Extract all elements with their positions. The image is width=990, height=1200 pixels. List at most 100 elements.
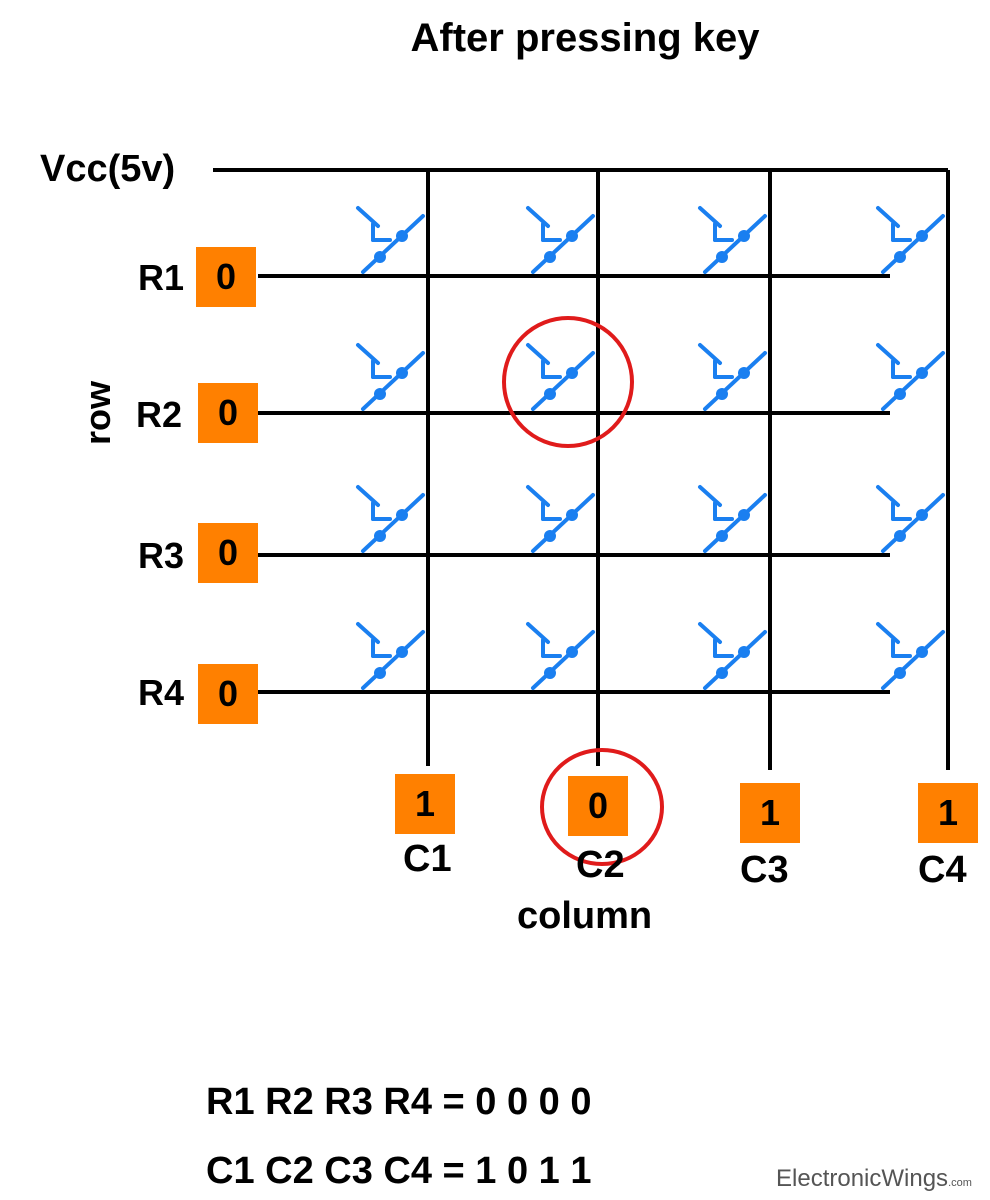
row-equation: R1 R2 R3 R4 = 0 0 0 0	[206, 1081, 592, 1123]
switch-actuator	[356, 343, 380, 365]
key-switch-r2-c3	[698, 343, 767, 411]
switch-contact-dot	[738, 367, 750, 379]
wires	[213, 168, 950, 770]
switch-contact-dot	[566, 509, 578, 521]
switch-actuator	[698, 206, 722, 228]
highlights	[502, 316, 664, 866]
row-value-box-r3: 0	[198, 523, 258, 583]
switch-lever	[703, 630, 767, 690]
switch-contact-dot	[916, 367, 928, 379]
column-value-box-c4: 1	[918, 783, 978, 843]
switch-lever	[531, 351, 595, 411]
switch-contact-dot	[374, 667, 386, 679]
key-switch-r3-c2	[526, 485, 595, 553]
key-switch-r3-c3	[698, 485, 767, 553]
switch-actuator	[526, 622, 550, 644]
switch-contact-dot	[738, 230, 750, 242]
key-switch-r1-c3	[698, 206, 767, 274]
switch-lever	[361, 493, 425, 553]
switch-contact-dot	[738, 509, 750, 521]
switch-actuator	[876, 485, 900, 507]
switch-actuator	[698, 343, 722, 365]
column-value-box-c1: 1	[395, 774, 455, 834]
row-label-r3: R3	[138, 535, 185, 576]
row-label-r1: R1	[138, 257, 185, 298]
row-axis-label: row	[77, 380, 118, 445]
switch-contact-dot	[894, 388, 906, 400]
switch-lever	[361, 351, 425, 411]
switch-contact-dot	[544, 530, 556, 542]
switch-actuator	[526, 206, 550, 228]
switch-lever	[531, 493, 595, 553]
column-value-box-c2: 0	[568, 776, 628, 836]
switch-lever	[881, 630, 945, 690]
switch-contact-dot	[396, 230, 408, 242]
switch-contact-dot	[374, 388, 386, 400]
switch-lever	[881, 351, 945, 411]
column-equation: C1 C2 C3 C4 = 1 0 1 1	[206, 1150, 592, 1192]
switch-contact-dot	[396, 367, 408, 379]
key-switch-r2-c1	[356, 343, 425, 411]
key-switch-r4-c3	[698, 622, 767, 690]
row-label-r2: R2	[136, 394, 183, 435]
key-switch-r1-c4	[876, 206, 945, 274]
column-value-box-c3: 1	[740, 783, 800, 843]
switch-contact-dot	[544, 388, 556, 400]
row-value-box-r4: 0	[198, 664, 258, 724]
switch-contact-dot	[544, 667, 556, 679]
column-label-c1: C1	[403, 838, 452, 880]
key-switch-r2-c4	[876, 343, 945, 411]
column-axis-label: column	[517, 895, 653, 937]
watermark-name: ElectronicWings	[776, 1165, 949, 1192]
switch-actuator	[876, 206, 900, 228]
switch-contact-dot	[396, 509, 408, 521]
c2-output-highlight-circle	[540, 748, 664, 866]
switch-actuator	[356, 622, 380, 644]
switch-contact-dot	[566, 230, 578, 242]
column-label-c3: C3	[740, 849, 789, 891]
key-switch-r1-c1	[356, 206, 425, 274]
key-switch-r2-c2	[526, 343, 595, 411]
key-switch-r3-c4	[876, 485, 945, 553]
switch-contact-dot	[894, 667, 906, 679]
row-label-r4: R4	[138, 672, 185, 713]
switch-actuator	[698, 622, 722, 644]
switch-contact-dot	[716, 251, 728, 263]
column-label-c2: C2	[576, 844, 625, 886]
switch-contact-dot	[374, 530, 386, 542]
switch-lever	[531, 630, 595, 690]
switch-contact-dot	[916, 509, 928, 521]
switch-contact-dot	[916, 230, 928, 242]
switch-lever	[703, 214, 767, 274]
switches	[356, 206, 945, 690]
switch-lever	[703, 493, 767, 553]
switch-lever	[531, 214, 595, 274]
watermark-suffix: .com	[948, 1177, 972, 1189]
switch-lever	[703, 351, 767, 411]
key-switch-r3-c1	[356, 485, 425, 553]
switch-lever	[361, 630, 425, 690]
switch-contact-dot	[716, 530, 728, 542]
key-switch-r4-c2	[526, 622, 595, 690]
switch-lever	[881, 214, 945, 274]
switch-actuator	[876, 622, 900, 644]
switch-actuator	[876, 343, 900, 365]
watermark: ElectronicWings.com	[776, 1165, 972, 1193]
row-value-box-r1: 0	[196, 247, 256, 307]
switch-contact-dot	[566, 367, 578, 379]
switch-contact-dot	[716, 388, 728, 400]
diagram-title: After pressing key	[410, 16, 760, 60]
switch-actuator	[526, 343, 550, 365]
column-label-c4: C4	[918, 849, 967, 891]
switch-actuator	[698, 485, 722, 507]
switch-actuator	[526, 485, 550, 507]
key-switch-r1-c2	[526, 206, 595, 274]
switch-contact-dot	[894, 251, 906, 263]
vcc-label: Vcc(5v)	[40, 148, 176, 190]
switch-contact-dot	[738, 646, 750, 658]
key-switch-r4-c4	[876, 622, 945, 690]
switch-contact-dot	[396, 646, 408, 658]
switch-contact-dot	[374, 251, 386, 263]
switch-actuator	[356, 485, 380, 507]
